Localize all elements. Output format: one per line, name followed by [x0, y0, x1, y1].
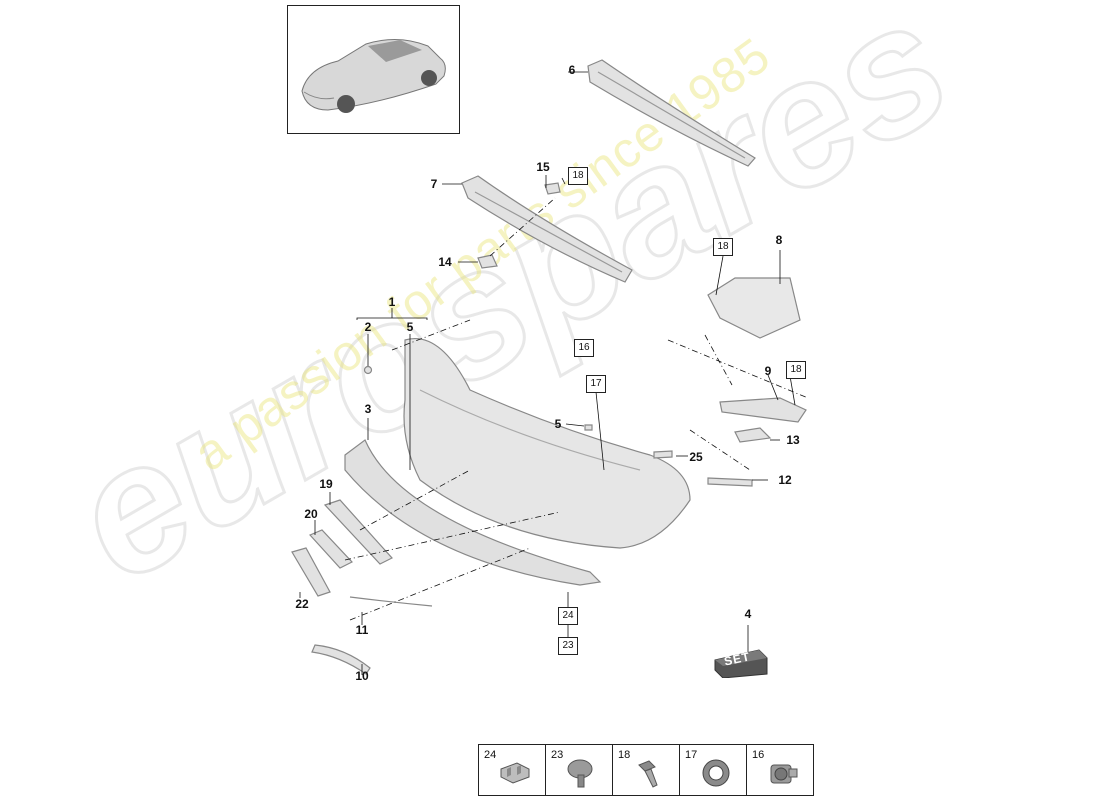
callout-12: 12	[778, 473, 792, 487]
strip-10	[311, 644, 371, 675]
plate-22	[291, 547, 331, 597]
legend-num: 16	[752, 749, 765, 761]
callout-14: 14	[438, 255, 452, 269]
callout-7: 7	[430, 177, 438, 191]
legend-num: 23	[551, 749, 564, 761]
legend-num: 24	[484, 749, 497, 761]
screw-icon	[567, 759, 593, 788]
callout-11: 11	[355, 623, 369, 637]
side-panel	[344, 439, 602, 586]
callout-5-mid: 5	[554, 417, 562, 431]
callout-22: 22	[295, 597, 309, 611]
legend-cell-18: 18	[613, 745, 680, 795]
ring-icon	[702, 759, 730, 787]
clip-5	[584, 424, 593, 431]
legend-cell-17: 17	[680, 745, 747, 795]
box-18-b: 18	[713, 238, 733, 256]
box-24: 24	[558, 607, 578, 625]
fastener-legend: 24 23 18 17	[478, 744, 814, 796]
upper-grille	[587, 59, 756, 167]
clip-14	[477, 254, 498, 269]
callout-25: 25	[689, 450, 703, 464]
box-16: 16	[574, 339, 594, 357]
callout-6: 6	[568, 63, 576, 77]
callout-5-top: 5	[406, 320, 414, 334]
box-23: 23	[558, 637, 578, 655]
side-strip	[707, 477, 753, 487]
callout-19: 19	[319, 477, 333, 491]
clip-2	[363, 365, 373, 375]
box-18-c: 18	[786, 361, 806, 379]
strip-11	[349, 596, 433, 607]
clip-25	[653, 450, 673, 459]
vehicle-thumbnail	[287, 5, 460, 134]
plate-19	[323, 499, 393, 565]
callout-9: 9	[764, 364, 772, 378]
box-18-a: 18	[568, 167, 588, 185]
car-icon	[301, 38, 446, 113]
clip-icon	[500, 762, 530, 784]
sensor-icon	[770, 764, 798, 784]
fog-trim	[719, 397, 807, 423]
plate-20	[308, 529, 353, 569]
callout-20: 20	[304, 507, 318, 521]
callout-15: 15	[536, 160, 550, 174]
callout-4: 4	[744, 607, 752, 621]
fog-cover	[734, 427, 772, 443]
legend-cell-24: 24	[479, 745, 546, 795]
legend-num: 18	[618, 749, 631, 761]
clip-15	[544, 182, 561, 195]
legend-num: 17	[685, 749, 698, 761]
callout-13: 13	[786, 433, 800, 447]
bolt-icon	[638, 760, 658, 788]
legend-cell-16: 16	[747, 745, 813, 795]
callout-3: 3	[364, 402, 372, 416]
callout-2: 2	[364, 320, 372, 334]
headlamp-bracket	[707, 277, 801, 339]
callout-10: 10	[355, 669, 369, 683]
lower-grille	[461, 175, 633, 283]
box-17: 17	[586, 375, 606, 393]
set-box-icon	[714, 649, 768, 678]
callout-8: 8	[775, 233, 783, 247]
callout-1: 1	[388, 295, 396, 309]
legend-cell-23: 23	[546, 745, 613, 795]
